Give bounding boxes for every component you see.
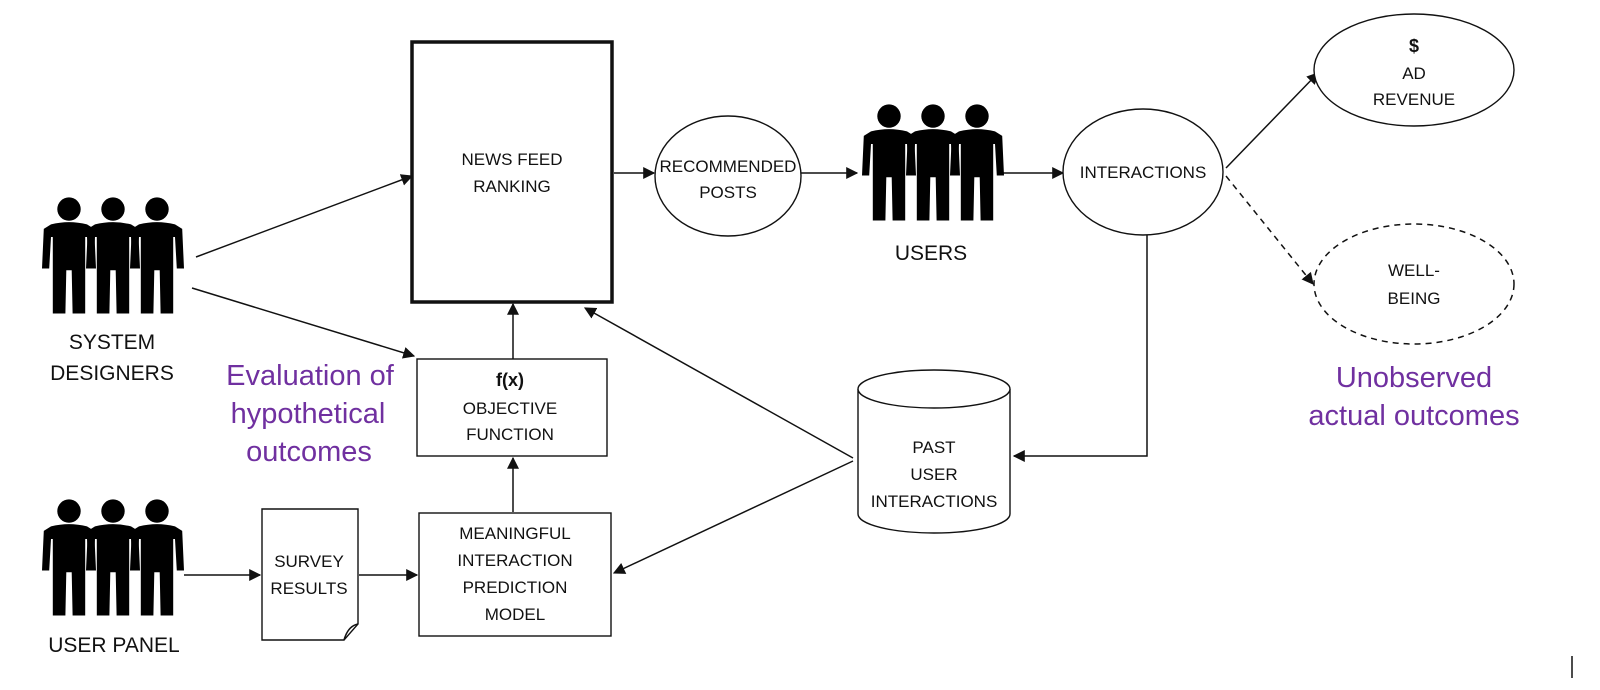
- survey-label-2: RESULTS: [270, 579, 347, 598]
- designers-label-1: SYSTEM: [69, 331, 155, 354]
- past-label-3: INTERACTIONS: [871, 492, 998, 511]
- interactions-node: INTERACTIONS: [1062, 108, 1224, 236]
- unobserved-annotation: Unobserved actual outcomes: [1308, 362, 1519, 432]
- three-people-icon: [862, 104, 1004, 221]
- posts-label-1: RECOMMENDED: [660, 157, 797, 176]
- posts-label-2: POSTS: [699, 183, 757, 202]
- model-label-4: MODEL: [485, 605, 545, 624]
- well-being-node: WELL- BEING: [1313, 223, 1515, 345]
- evaluation-annotation: Evaluation of hypothetical outcomes: [226, 360, 395, 468]
- ranking-label-1: NEWS FEED: [461, 150, 562, 169]
- evaluation-line-2: hypothetical: [231, 398, 386, 430]
- survey-label-1: SURVEY: [274, 552, 344, 571]
- evaluation-line-1: Evaluation of: [226, 360, 395, 392]
- wellbeing-label-2: BEING: [1388, 289, 1441, 308]
- arrow-interactions-to-wellbeing: [1225, 175, 1314, 285]
- unobserved-line-1: Unobserved: [1336, 362, 1492, 394]
- interactions-label: INTERACTIONS: [1080, 163, 1207, 182]
- arrow-designers-to-objective: [191, 287, 416, 359]
- arrow-designers-to-ranking: [195, 174, 414, 258]
- connectors: [184, 72, 1319, 581]
- objective-function-box: f(x) OBJECTIVE FUNCTION: [416, 358, 608, 457]
- past-label-2: USER: [910, 465, 957, 484]
- arrow-interactions-to-past: [1012, 234, 1148, 462]
- model-label-2: INTERACTION: [457, 551, 572, 570]
- model-label-3: PREDICTION: [463, 578, 568, 597]
- system-designers-node: SYSTEM DESIGNERS: [42, 197, 184, 385]
- unobserved-line-2: actual outcomes: [1308, 400, 1519, 432]
- fx-label: f(x): [496, 370, 524, 390]
- past-label-1: PAST: [912, 438, 955, 457]
- user-panel-label: USER PANEL: [48, 634, 180, 657]
- revenue-label-1: AD: [1402, 64, 1426, 83]
- revenue-label-2: REVENUE: [1373, 90, 1455, 109]
- wellbeing-label-1: WELL-: [1388, 261, 1440, 280]
- news-feed-ranking-box: NEWS FEED RANKING: [410, 40, 614, 304]
- ad-revenue-node: $ AD REVENUE: [1313, 13, 1515, 127]
- arrow-past-to-ranking: [583, 307, 854, 459]
- three-people-icon: [42, 499, 184, 616]
- survey-results-document: SURVEY RESULTS: [261, 508, 359, 641]
- objective-label-2: FUNCTION: [466, 425, 554, 444]
- model-label-1: MEANINGFUL: [459, 524, 570, 543]
- ranking-label-2: RANKING: [473, 177, 550, 196]
- arrow-interactions-to-revenue: [1225, 72, 1319, 169]
- users-label: USERS: [895, 242, 967, 265]
- user-panel-node: USER PANEL: [42, 499, 184, 657]
- past-user-interactions-node: PAST USER INTERACTIONS: [857, 369, 1011, 534]
- users-node: USERS: [862, 104, 1004, 265]
- recommended-posts-node: RECOMMENDED POSTS: [654, 115, 802, 237]
- three-people-icon: [42, 197, 184, 314]
- evaluation-line-3: outcomes: [246, 436, 372, 468]
- arrow-past-to-model: [612, 460, 854, 574]
- dollar-sign: $: [1409, 36, 1419, 56]
- objective-label-1: OBJECTIVE: [463, 399, 557, 418]
- designers-label-2: DESIGNERS: [50, 362, 174, 385]
- prediction-model-box: MEANINGFUL INTERACTION PREDICTION MODEL: [418, 512, 612, 637]
